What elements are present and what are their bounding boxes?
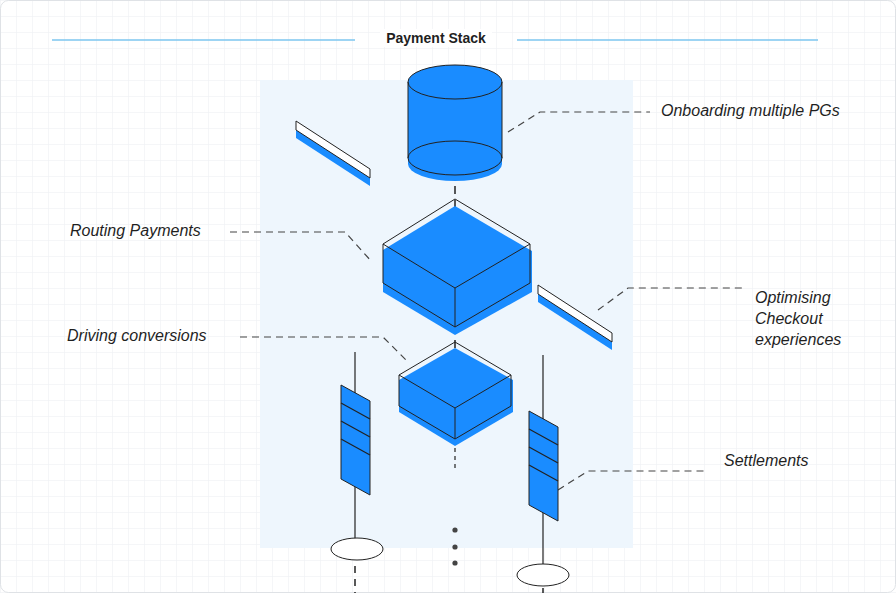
routing-cube — [383, 199, 532, 335]
callout-label: Routing Payments — [70, 220, 201, 241]
callout-label: Settlements — [724, 450, 808, 471]
diagram-title: Payment Stack — [380, 29, 492, 47]
callout-label: Onboarding multiple PGs — [661, 100, 840, 121]
continuation-dots — [452, 527, 457, 565]
settlement-post — [331, 352, 383, 593]
conversion-cube — [399, 342, 513, 446]
callout-label: Driving conversions — [67, 325, 207, 346]
slanted-bar — [538, 285, 612, 350]
title-rule — [517, 39, 818, 41]
stack-panel — [260, 80, 633, 548]
slanted-bar — [296, 121, 370, 186]
title-rule — [52, 39, 355, 41]
axis-line — [454, 408, 455, 470]
cylinder-shape — [408, 65, 502, 181]
callout-label: Optimising Checkout experiences — [755, 287, 865, 350]
settlement-post — [517, 355, 569, 593]
